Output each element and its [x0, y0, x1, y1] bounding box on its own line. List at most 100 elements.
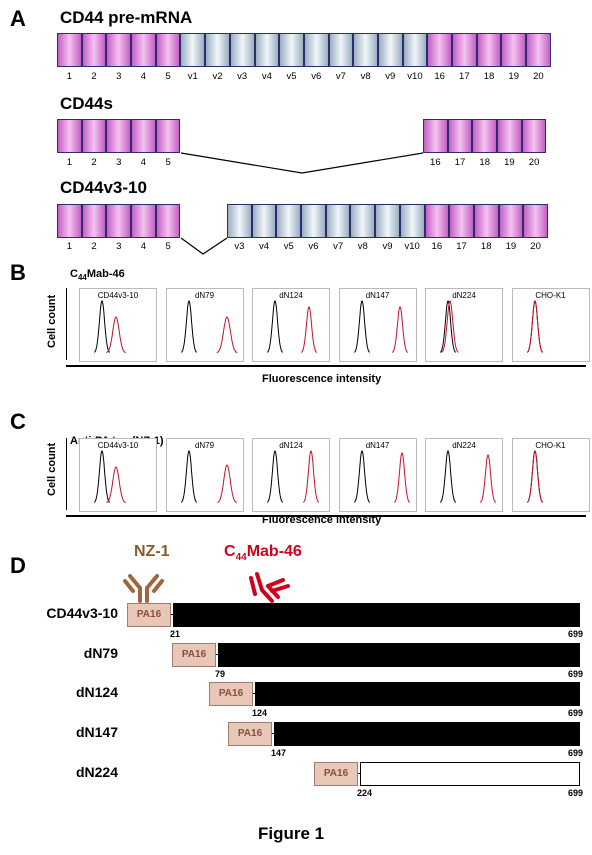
- stained-peak: [526, 450, 543, 503]
- stained-peak: [441, 300, 459, 353]
- construct-label: dN124: [75, 684, 118, 700]
- stained-peak: [106, 466, 126, 504]
- panel-d-letter: D: [10, 553, 26, 578]
- cd44s-exons-left: [57, 119, 181, 153]
- stained-peak: [106, 316, 126, 354]
- histogram-title: dN124: [279, 441, 303, 450]
- y-axis-line: [66, 288, 67, 360]
- histogram-dN124: dN124: [252, 438, 330, 512]
- histogram-dN224: dN224: [425, 438, 503, 512]
- cd44v3-10-title: CD44v3-10: [60, 178, 147, 197]
- start-residue: 124: [252, 708, 268, 718]
- start-residue: 147: [271, 748, 287, 758]
- control-peak: [266, 300, 284, 353]
- histogram-title: dN224: [452, 441, 476, 450]
- control-peak: [180, 450, 197, 503]
- construct-label: dN147: [75, 724, 118, 740]
- x-axis-line: [66, 515, 586, 517]
- start-residue: 79: [215, 669, 226, 679]
- histogram-dN147: dN147: [338, 438, 417, 512]
- histogram-title: dN79: [194, 291, 215, 300]
- stained-peak: [526, 300, 543, 353]
- histogram-title: dN79: [194, 441, 215, 450]
- cd44v3-10-exons-left: [57, 204, 181, 238]
- c44mab46-label: C44Mab-46: [224, 543, 302, 564]
- linker: [171, 614, 173, 615]
- histogram-CHO-K1: CHO-K1: [511, 438, 590, 512]
- control-peak: [180, 300, 197, 353]
- control-peak: [353, 450, 370, 503]
- premrna-exons: [57, 33, 551, 67]
- stained-peak: [216, 464, 237, 504]
- linker: [358, 773, 360, 774]
- start-residue: 21: [170, 629, 181, 639]
- c44mab46-antibody-icon: [249, 572, 290, 603]
- stained-peak: [479, 454, 497, 503]
- cd44s-title: CD44s: [60, 94, 113, 113]
- linker: [272, 733, 274, 734]
- stained-peak: [216, 316, 237, 354]
- end-residue: 699: [568, 629, 584, 639]
- antibody-icons: [123, 572, 290, 603]
- panel-c-letter: C: [10, 409, 26, 434]
- construct-bar: [218, 643, 580, 667]
- histogram-title: CD44v3-10: [97, 441, 139, 450]
- cd44v3-10-exons-right: [227, 204, 548, 238]
- pa16-tag: PA16: [209, 682, 253, 706]
- construct-label: dN79: [83, 645, 118, 661]
- histogram-CD44v3-10: CD44v3-10: [79, 288, 157, 362]
- histogram-dN224: dN224: [425, 288, 503, 362]
- panel-b-letter: B: [10, 260, 26, 285]
- construct-label: dN224: [75, 764, 118, 780]
- histogram-title: CHO-K1: [535, 441, 566, 450]
- construct-bar: [255, 682, 580, 706]
- y-axis-line: [66, 438, 67, 510]
- construct-label: CD44v3-10: [46, 605, 118, 621]
- histogram-title: dN147: [365, 291, 390, 300]
- end-residue: 699: [568, 708, 584, 718]
- pa16-tag: PA16: [228, 722, 272, 746]
- nz1-label: NZ-1: [134, 543, 170, 560]
- histogram-CD44v3-10: CD44v3-10: [79, 438, 157, 512]
- panel-a-letter: A: [10, 6, 26, 31]
- panel-b-xlabel: Fluorescence intensity: [262, 373, 382, 385]
- histogram-title: CD44v3-10: [97, 291, 139, 300]
- end-residue: 699: [568, 669, 584, 679]
- histogram-dN79: dN79: [165, 438, 244, 512]
- control-peak: [439, 450, 457, 503]
- stained-peak: [391, 306, 408, 353]
- start-residue: 224: [357, 788, 373, 798]
- pa16-tag: PA16: [172, 643, 216, 667]
- histogram-title: dN224: [452, 291, 476, 300]
- cd44s-exons-right: [423, 119, 547, 153]
- linker: [253, 693, 255, 694]
- stained-peak: [302, 450, 320, 503]
- pa16-tag: PA16: [127, 603, 171, 627]
- stained-peak: [300, 306, 318, 353]
- control-peak: [439, 300, 457, 353]
- x-axis-line: [66, 365, 586, 367]
- stained-peak: [393, 452, 410, 503]
- construct-bar: [173, 603, 580, 627]
- control-peak: [93, 300, 111, 353]
- histogram-title: dN124: [279, 291, 303, 300]
- panel-c-xlabel: Fluorescence intensity: [262, 514, 382, 526]
- histogram-title: CHO-K1: [535, 291, 566, 300]
- construct-bar: [360, 762, 580, 786]
- histogram-dN147: dN147: [338, 288, 417, 362]
- construct-bar: [274, 722, 580, 746]
- histogram-title: dN147: [365, 441, 390, 450]
- premrna-title: CD44 pre-mRNA: [60, 8, 193, 27]
- control-peak: [93, 450, 111, 503]
- linker: [216, 654, 218, 655]
- figure-caption: Figure 1: [258, 824, 325, 843]
- histogram-dN124: dN124: [252, 288, 330, 362]
- pa16-tag: PA16: [314, 762, 358, 786]
- control-peak: [266, 450, 284, 503]
- panel-b-antibody: C44Mab-46: [70, 268, 125, 283]
- control-peak: [353, 300, 370, 353]
